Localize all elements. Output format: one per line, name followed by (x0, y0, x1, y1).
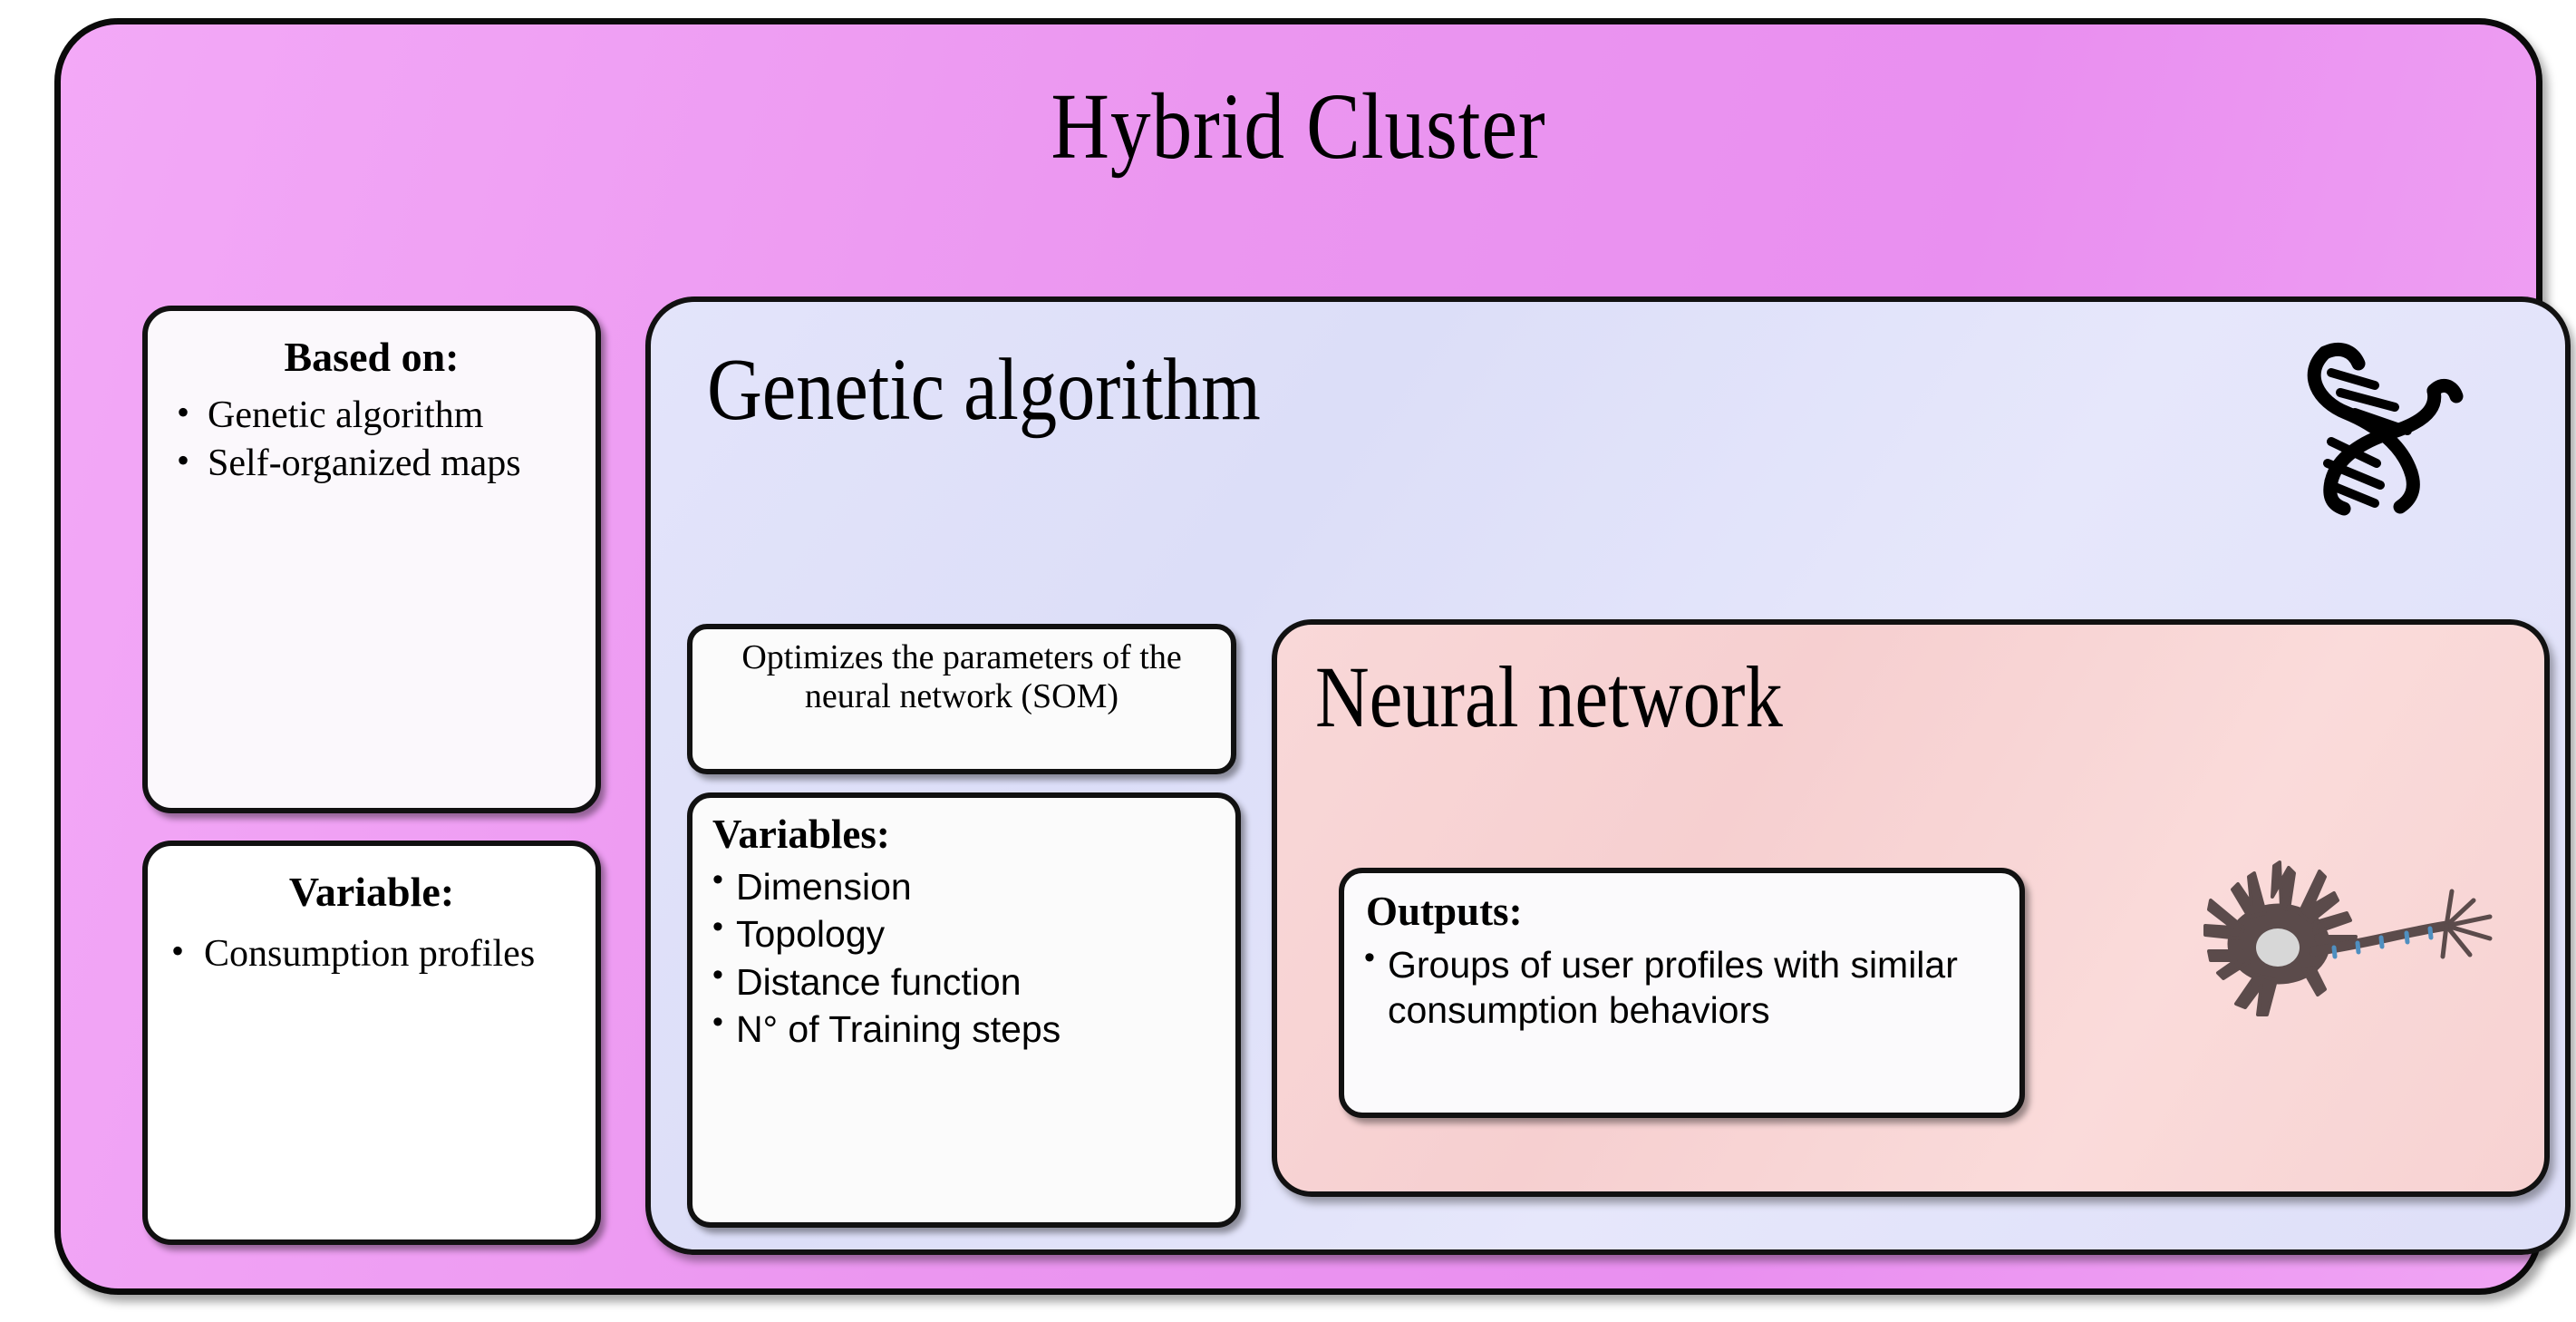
outputs-card: Outputs: Groups of user profiles with si… (1339, 868, 2025, 1118)
list-item: Self-organized maps (171, 440, 596, 486)
list-item: Genetic algorithm (171, 392, 596, 438)
variable-list: Consumption profiles (168, 930, 596, 977)
variable-heading: Variable: (288, 869, 455, 915)
list-item: Consumption profiles (168, 930, 596, 977)
neural-network-title: Neural network (1315, 648, 1783, 745)
based-on-card: Based on: Genetic algorithm Self-organiz… (142, 306, 601, 813)
outputs-list: Groups of user profiles with similar con… (1364, 939, 2019, 1033)
based-on-list: Genetic algorithm Self-organized maps (171, 392, 596, 486)
neural-network-panel: Neural network Outputs: Groups of user p… (1272, 619, 2550, 1197)
page-title: Hybrid Cluster (1051, 74, 1546, 179)
list-item: N° of Training steps (712, 1003, 1235, 1053)
optimizes-note-card: Optimizes the parameters of the neural n… (687, 624, 1236, 774)
list-item: Groups of user profiles with similar con… (1364, 939, 2019, 1033)
neuron-icon (2203, 860, 2493, 1016)
based-on-heading: Based on: (284, 334, 460, 380)
list-item: Topology (712, 908, 1235, 957)
outputs-heading: Outputs: (1366, 889, 1523, 934)
hybrid-cluster-container: Hybrid Cluster Based on: Genetic algorit… (54, 18, 2571, 1295)
list-item: Distance function (712, 956, 1235, 1006)
genetic-algorithm-title: Genetic algorithm (707, 341, 1261, 439)
variable-card: Variable: Consumption profiles (142, 841, 601, 1245)
list-item: Dimension (712, 860, 1235, 910)
ga-variables-list: Dimension Topology Distance function N° … (712, 860, 1235, 1054)
genetic-algorithm-panel: Genetic algorithm (645, 296, 2571, 1255)
ga-variables-heading: Variables: (712, 812, 890, 857)
dna-helix-icon (2307, 343, 2464, 516)
neuron-nucleus (2256, 928, 2300, 967)
ga-variables-card: Variables: Dimension Topology Distance f… (687, 792, 1241, 1228)
optimizes-note-text: Optimizes the parameters of the neural n… (741, 638, 1182, 716)
